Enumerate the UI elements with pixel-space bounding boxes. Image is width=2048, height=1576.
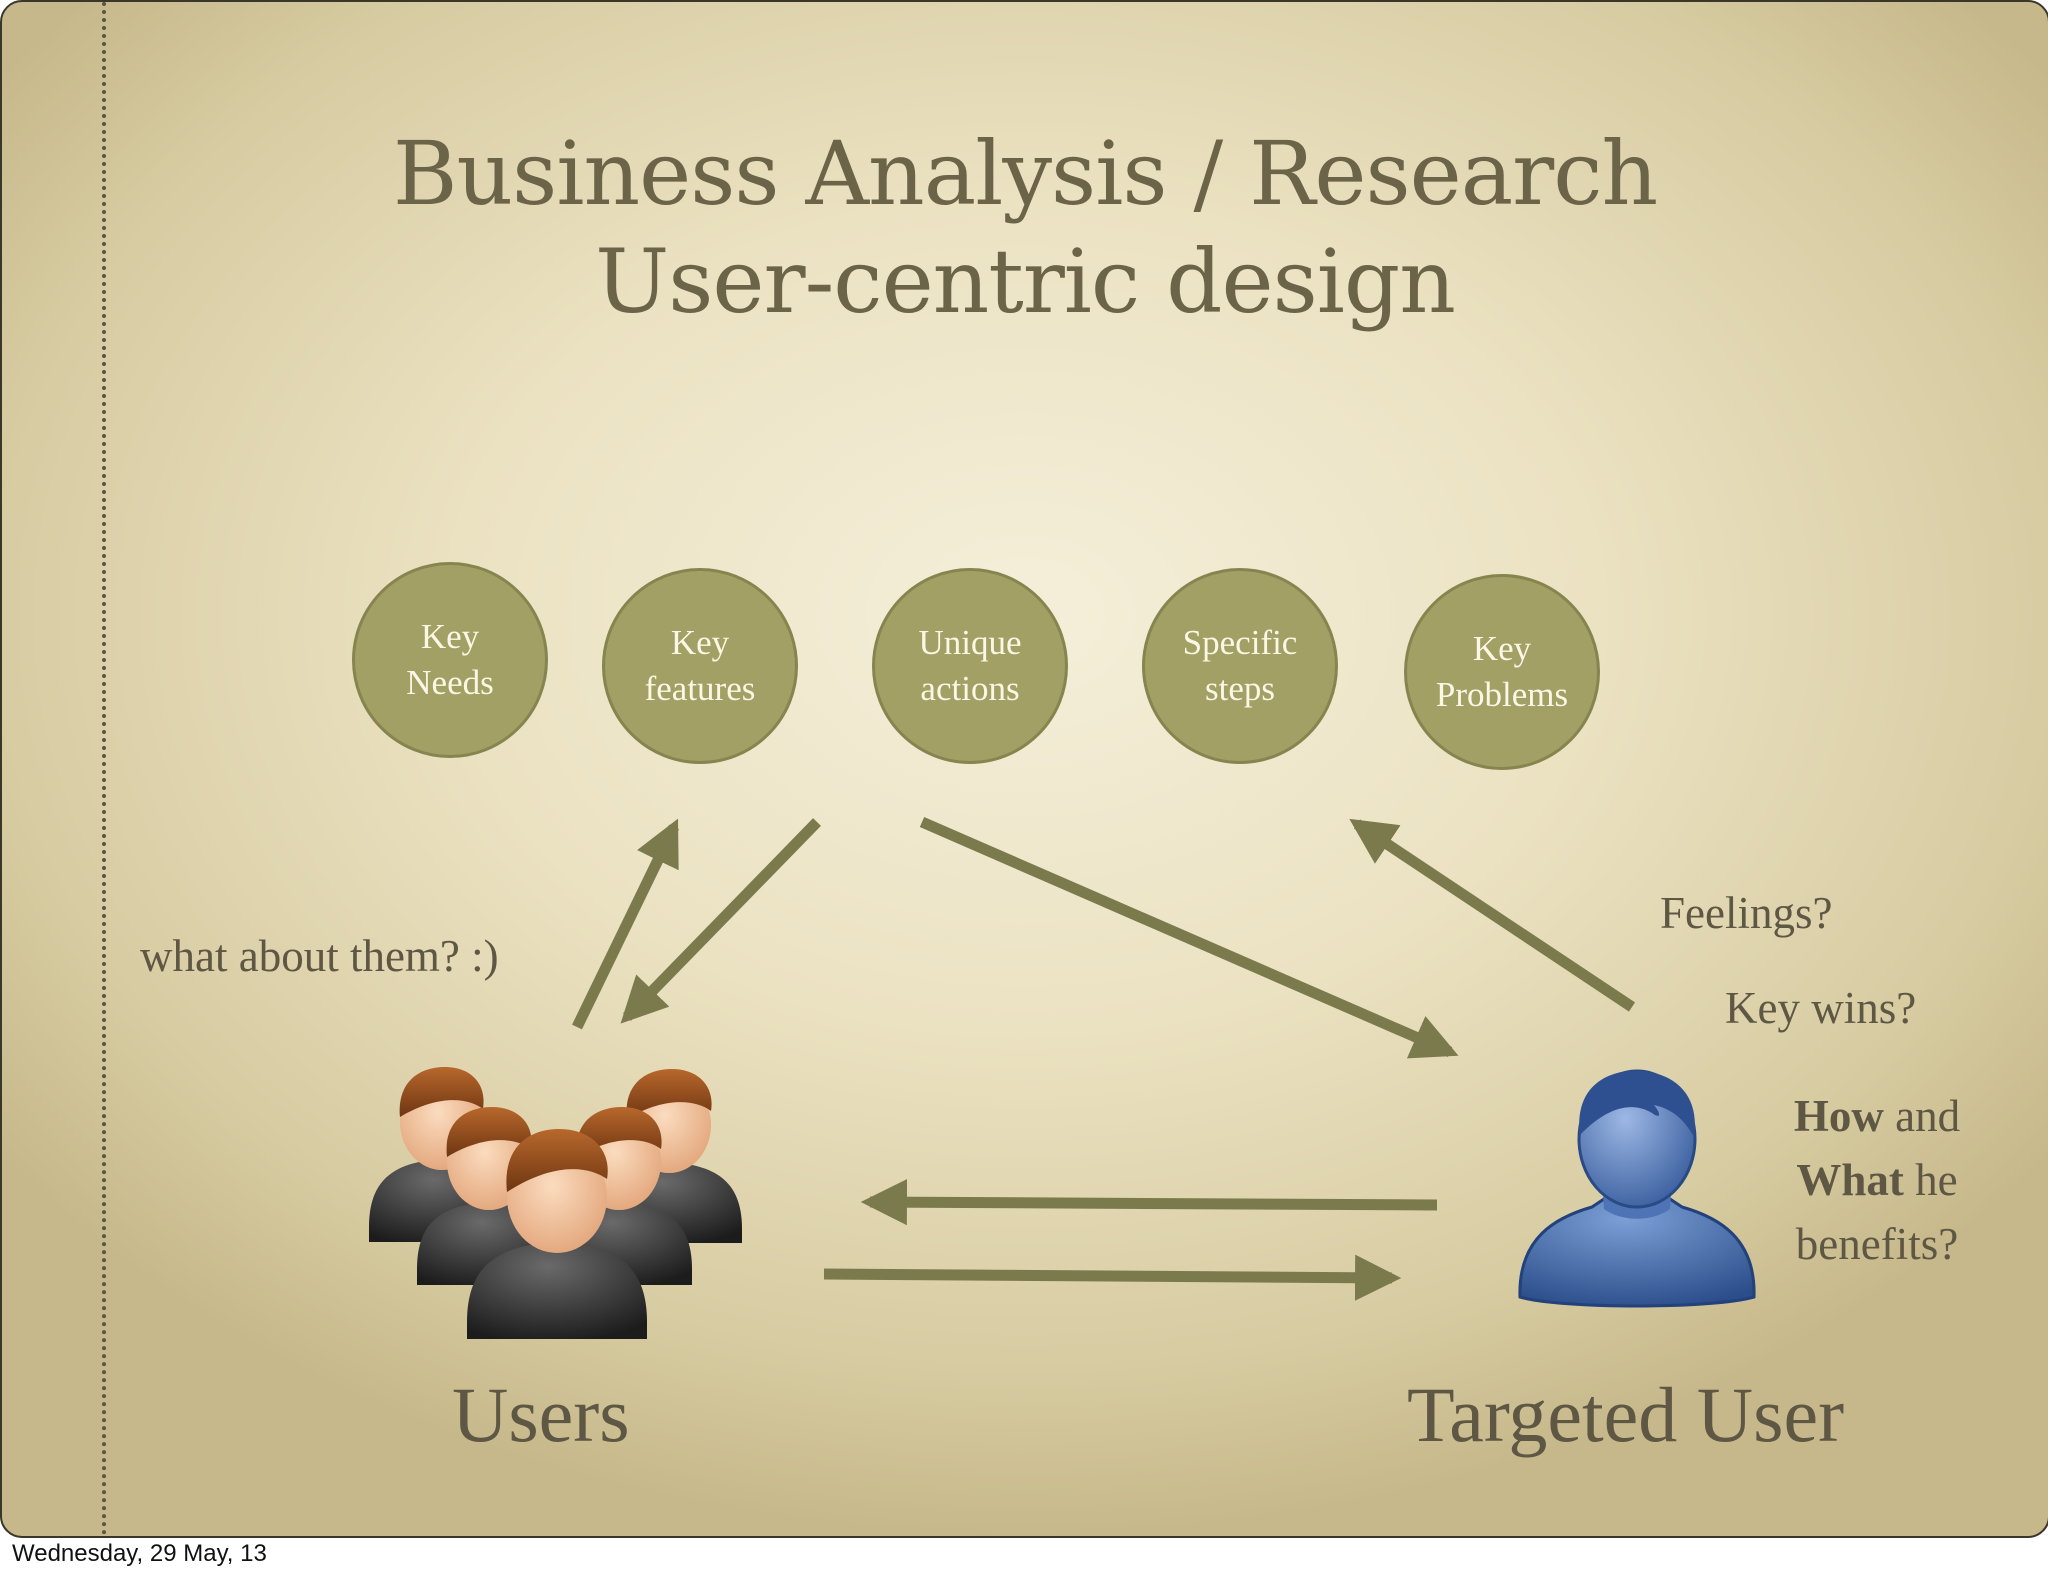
benefits-what: What — [1796, 1155, 1904, 1205]
users-group-icon — [369, 1067, 742, 1339]
label-users: Users — [452, 1371, 630, 1458]
label-what-about-them: what about them? :) — [140, 931, 499, 981]
benefits-how: How — [1793, 1091, 1884, 1141]
label-how-and-what-he-benefits: How and What he benefits? — [1762, 1084, 1992, 1276]
benefits-and: and — [1883, 1091, 1961, 1141]
label-key-wins: Key wins? — [1725, 983, 1917, 1033]
arrow-actions-to-targeted-user — [919, 816, 1459, 1059]
binding-line — [102, 2, 106, 1536]
circle-key-needs: Key Needs — [352, 562, 548, 758]
arrow-targeted-user-to-users — [860, 1179, 1438, 1226]
targeted-user-icon — [1518, 1069, 1756, 1308]
arrows-layer — [572, 816, 1636, 1301]
circle-key-problems: Key Problems — [1404, 574, 1600, 770]
label-targeted-user: Targeted User — [1407, 1371, 1845, 1458]
slide-title-line-2: User-centric design — [595, 230, 1456, 333]
benefits-line-3: benefits? — [1795, 1219, 1959, 1269]
benefits-line-2: What he — [1762, 1148, 1992, 1212]
footer-date: Wednesday, 29 May, 13 — [12, 1540, 267, 1567]
circle-specific-steps: Specific steps — [1142, 568, 1338, 764]
circle-key-features: Key features — [602, 568, 798, 764]
benefits-he: he — [1903, 1155, 1958, 1205]
arrow-actions-to-users — [620, 818, 821, 1024]
arrow-users-to-targeted-user — [823, 1254, 1402, 1301]
circle-unique-actions: Unique actions — [872, 568, 1068, 764]
slide-title-line-1: Business Analysis / Research — [392, 122, 1658, 225]
slide: Business Analysis / Research User-centri… — [0, 0, 2048, 1538]
arrow-users-to-features — [572, 818, 679, 1030]
label-feelings: Feelings? — [1660, 888, 1833, 938]
arrow-targeted-user-to-problems — [1349, 818, 1636, 1012]
benefits-line-1: How and — [1762, 1084, 1992, 1148]
